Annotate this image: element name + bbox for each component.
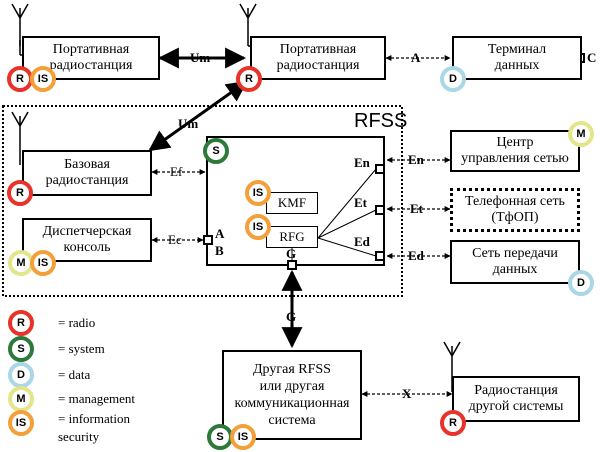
radio-badge: R: [440, 410, 466, 436]
port-b: B: [215, 243, 224, 258]
link-ed: Ed: [408, 248, 424, 263]
port-a: A: [215, 226, 225, 241]
management-badge: M: [568, 121, 594, 147]
information-security-badge: IS: [230, 424, 256, 450]
link-g: G: [286, 309, 297, 324]
legend-information-security-label: = information security: [58, 411, 130, 444]
legend-data-label: = data: [58, 367, 91, 382]
legend-radio-label: = radio: [58, 315, 96, 330]
base-station-box: Базовая радиостанция: [22, 150, 152, 196]
rfss-title: RFSS: [354, 110, 408, 132]
legend-management-icon: M: [8, 386, 34, 412]
port-et: Et: [354, 195, 367, 210]
rfss-boundary: [2, 105, 403, 297]
legend-radio-icon: R: [8, 310, 34, 336]
information-security-badge: IS: [30, 66, 56, 92]
interface-x: X: [402, 386, 412, 401]
interface-um-diagonal: Um: [178, 116, 199, 131]
link-en: En: [408, 152, 424, 167]
other-system-radio-box: Радиостанция другой системы: [452, 376, 580, 422]
port-en: En: [354, 155, 370, 170]
legend-data-icon: D: [8, 362, 34, 388]
data-badge: D: [568, 270, 594, 296]
portable-radio-2-box: Портативная радиостанция: [250, 36, 386, 80]
data-badge: D: [440, 66, 466, 92]
interface-a: A: [411, 50, 421, 65]
information-security-badge: IS: [30, 250, 56, 276]
network-management-center-box: Центр управления сетью: [450, 130, 580, 172]
antenna-icon: [443, 341, 461, 378]
legend-management-label: = management: [58, 391, 135, 406]
rfg-box: RFG: [266, 226, 318, 248]
antenna-icon: [239, 3, 257, 46]
antenna-icon: [11, 111, 29, 150]
interface-um-top: Um: [190, 50, 211, 65]
interface-c: C: [587, 50, 597, 65]
interface-ec: Ec: [168, 232, 182, 247]
port-ed: Ed: [354, 234, 370, 249]
system-badge: S: [203, 138, 229, 164]
interface-ef: Ef: [170, 164, 183, 179]
data-network-box: Сеть передачи данных: [450, 240, 580, 284]
legend-system-icon: S: [8, 336, 34, 362]
legend-information-security-icon: IS: [8, 410, 34, 436]
kmf-box: KMF: [266, 192, 318, 214]
port-g: G: [286, 246, 297, 261]
information-security-badge: IS: [245, 180, 271, 206]
link-et: Et: [410, 201, 423, 216]
legend: R = radio S = system D = data M = manage…: [0, 306, 200, 446]
data-terminal-box: Терминал данных: [452, 36, 582, 80]
information-security-badge: IS: [245, 214, 271, 240]
radio-badge: R: [236, 66, 262, 92]
legend-system-label: = system: [58, 341, 105, 356]
telephone-network-box: Телефонная сеть (ТфОП): [450, 188, 580, 232]
radio-badge: R: [7, 180, 33, 206]
